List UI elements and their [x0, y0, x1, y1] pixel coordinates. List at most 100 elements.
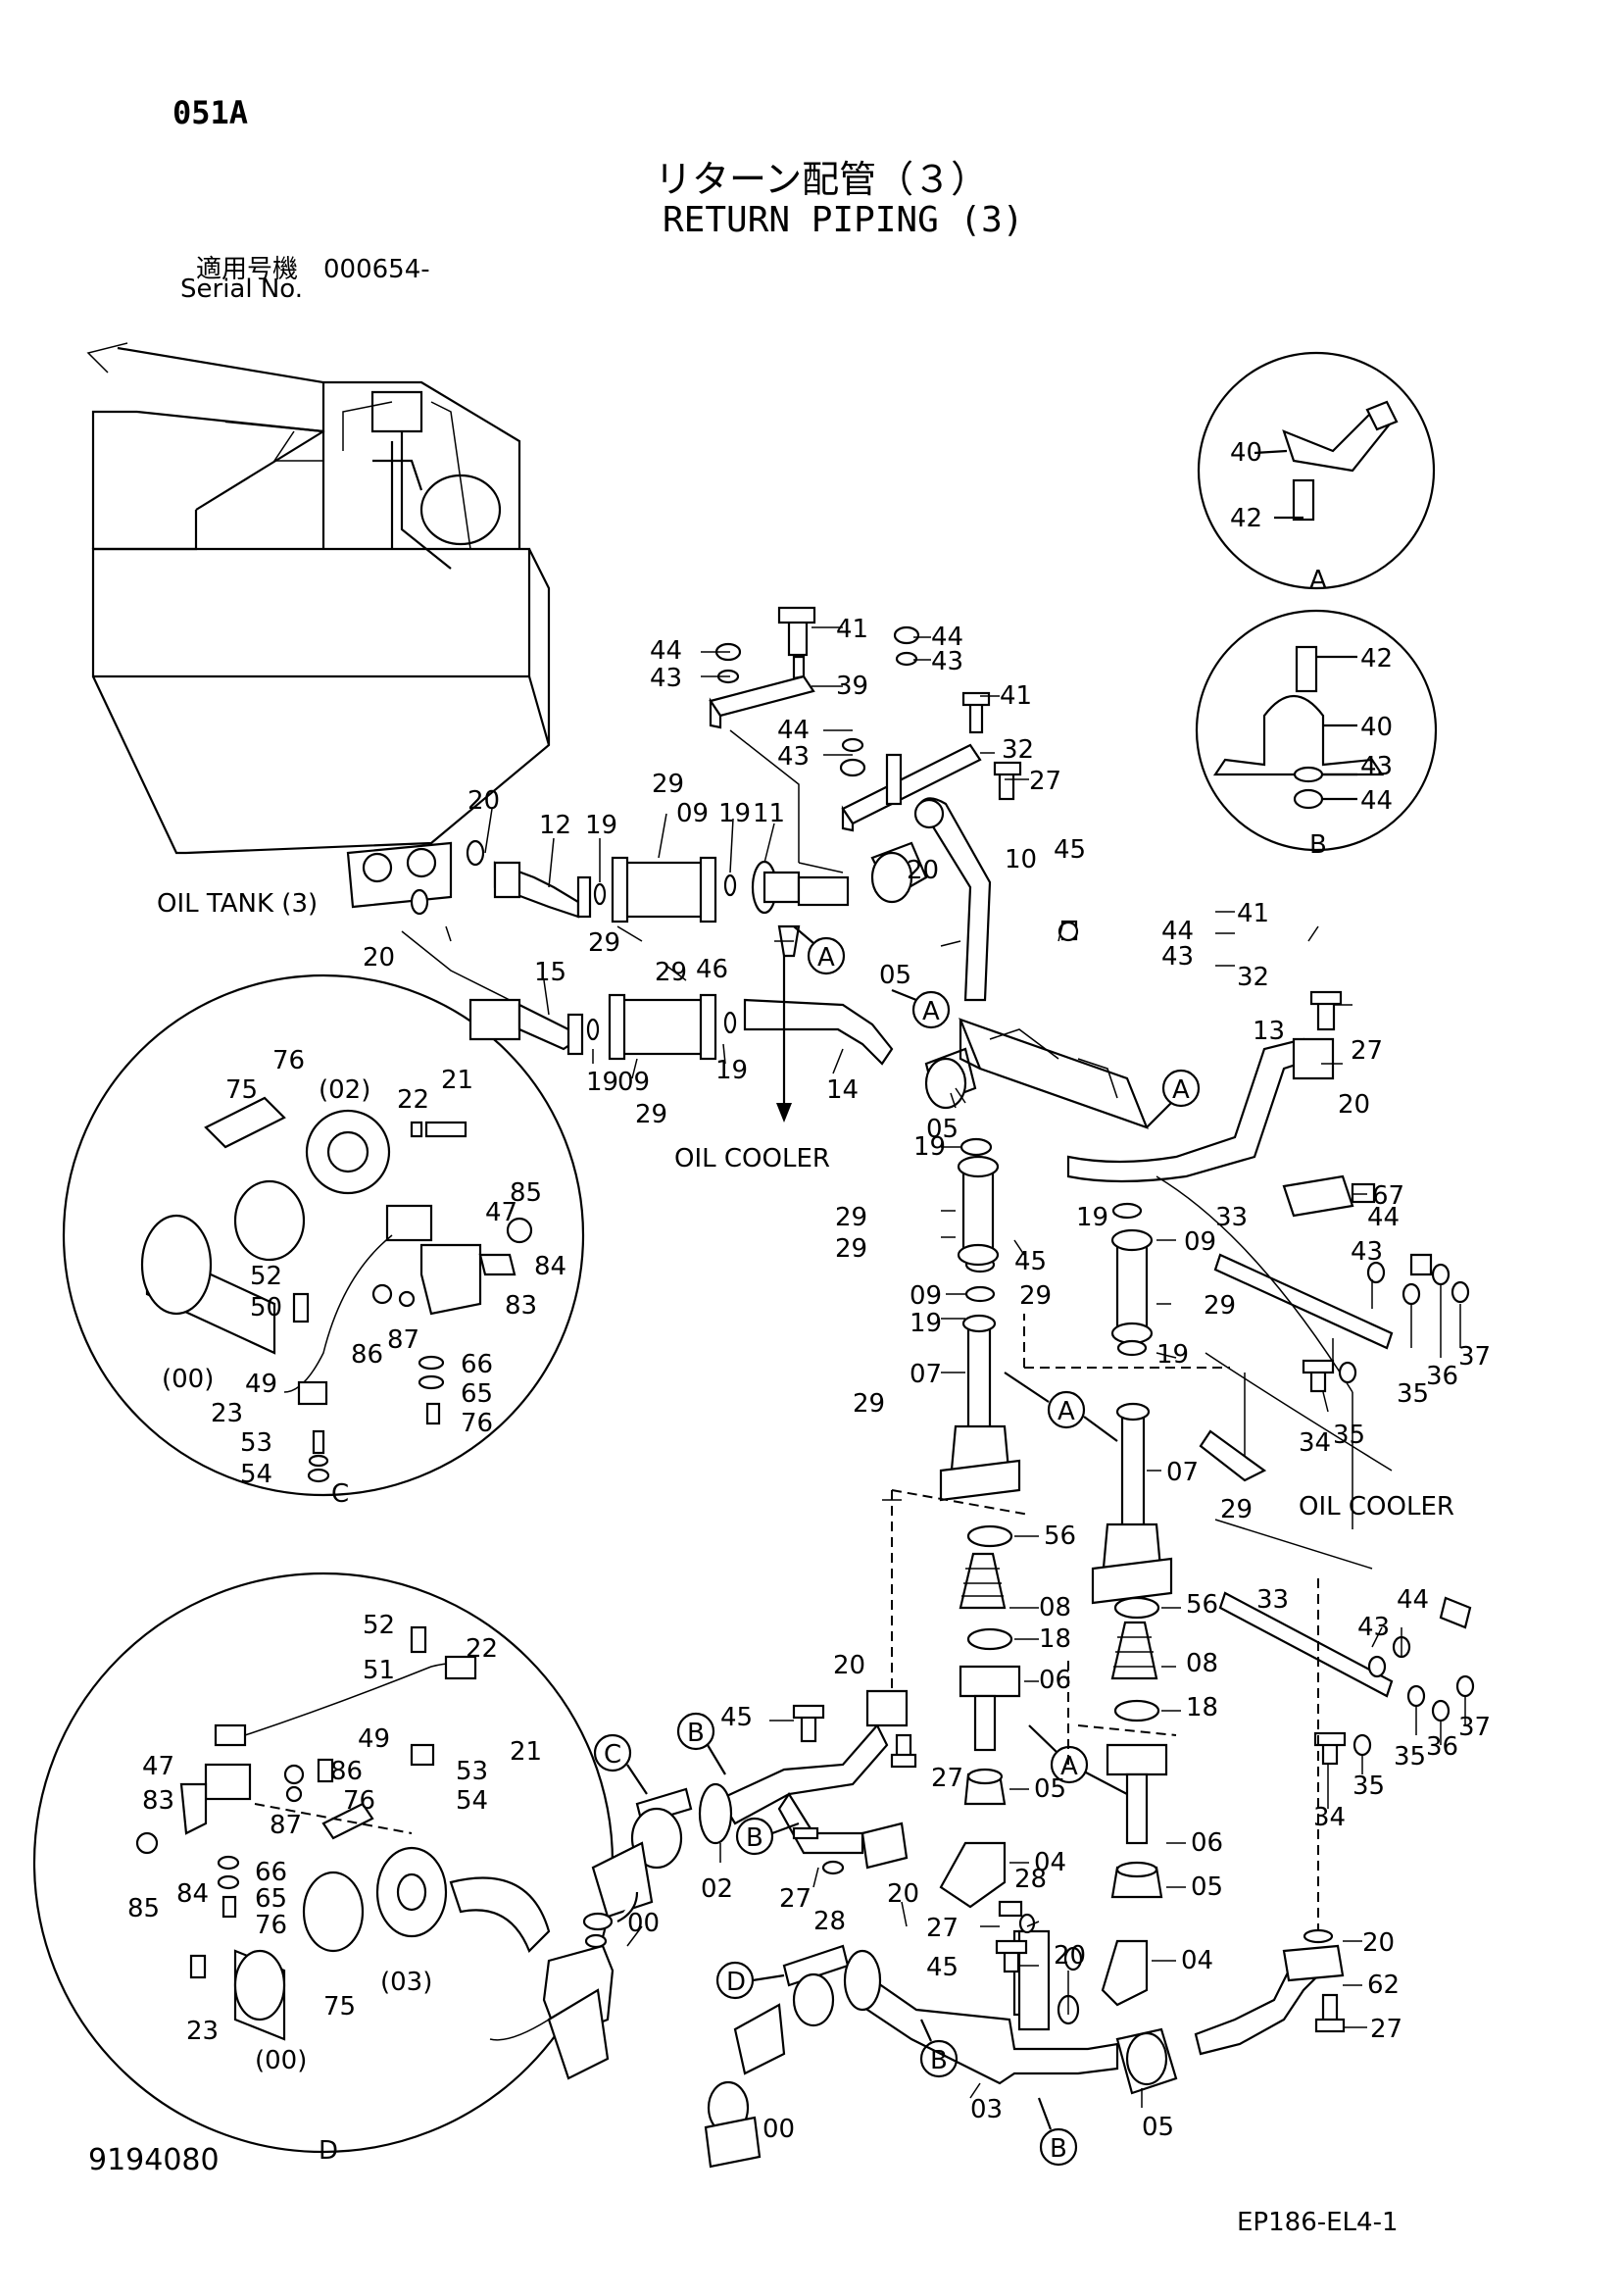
part-label: 39 [836, 672, 868, 701]
callout-b: B [1050, 2134, 1067, 2164]
part-label: 27 [1370, 2015, 1402, 2044]
part-label: 20 [887, 1879, 919, 1909]
part-label: 09 [676, 799, 709, 828]
part-label: 20 [907, 856, 939, 885]
upper-return-piping [346, 606, 1149, 1129]
part-label: 29 [588, 928, 620, 958]
part-label: 43 [931, 647, 963, 676]
part-label: 22 [466, 1634, 498, 1664]
part-label: 28 [813, 1907, 846, 1936]
part-number-labels: 41 44 43 39 44 43 41 44 43 32 27 20 12 1… [157, 615, 1491, 2144]
part-label: 66 [255, 1858, 287, 1887]
part-label: 51 [363, 1656, 395, 1685]
part-label: 66 [461, 1350, 493, 1379]
callout-a: A [922, 997, 940, 1026]
callout-c: C [604, 1740, 621, 1770]
page-title-japanese: リターン配管（３） [655, 158, 989, 201]
part-label: 19 [718, 799, 751, 828]
part-label: 20 [467, 786, 500, 816]
part-label: 41 [836, 615, 868, 644]
part-label: 86 [351, 1340, 383, 1370]
part-label: 19 [1076, 1203, 1108, 1232]
part-label: 43 [650, 664, 682, 693]
center-return-piping [891, 1137, 1319, 2007]
reference-code: EP186-EL4-1 [1237, 2208, 1399, 2237]
part-label: 35 [1352, 1772, 1385, 1801]
callout-a: A [1057, 1397, 1075, 1426]
part-label: 67 [1372, 1181, 1404, 1211]
part-label: 53 [456, 1757, 488, 1786]
part-label: 05 [879, 961, 911, 990]
part-label: 19 [913, 1132, 946, 1162]
part-label: 19 [585, 811, 617, 840]
part-label: 62 [1367, 1971, 1400, 2000]
part-label: 44 [777, 716, 810, 745]
part-label: 37 [1458, 1342, 1491, 1372]
part-label: 27 [931, 1764, 963, 1793]
detail-c-view: 76 75 (02) 22 21 85 47 84 52 50 83 86 87… [62, 973, 585, 1509]
part-label: 15 [534, 958, 566, 987]
part-label: 36 [1426, 1362, 1458, 1391]
part-label: 20 [1362, 1928, 1395, 1958]
part-label: (00) [162, 1365, 214, 1394]
part-label: 29 [652, 770, 684, 799]
part-label: 84 [534, 1252, 566, 1281]
part-label: 41 [1000, 681, 1032, 711]
part-label: 41 [1237, 899, 1269, 928]
part-label: 49 [245, 1370, 277, 1399]
part-label: 37 [1458, 1713, 1491, 1742]
part-label: 86 [330, 1757, 363, 1786]
part-label: 42 [1230, 504, 1262, 533]
part-label: (03) [380, 1968, 432, 1997]
part-label: 13 [1253, 1017, 1285, 1046]
part-label: 06 [1191, 1828, 1223, 1858]
detail-label-b: B [1309, 830, 1327, 860]
part-label: 12 [539, 811, 571, 840]
part-label: 32 [1002, 735, 1034, 765]
part-label: 29 [1220, 1495, 1253, 1524]
part-label: 34 [1299, 1428, 1331, 1458]
part-label: 18 [1039, 1624, 1071, 1654]
part-label: 85 [127, 1894, 160, 1923]
part-label: 29 [635, 1100, 667, 1129]
part-label: 07 [1166, 1458, 1199, 1487]
part-label: 76 [343, 1786, 375, 1816]
part-label: 83 [505, 1291, 537, 1321]
part-label: 03 [970, 2095, 1003, 2124]
part-label: 65 [461, 1379, 493, 1409]
serial-number-label: Serial No. [180, 275, 303, 304]
part-label: 20 [833, 1651, 865, 1680]
part-label: 29 [835, 1234, 867, 1264]
part-label: 20 [363, 943, 395, 973]
part-label: 00 [762, 2115, 795, 2144]
part-label: 46 [696, 955, 728, 984]
part-label: 40 [1230, 438, 1262, 468]
part-label: 43 [1357, 1613, 1390, 1642]
part-label: 22 [397, 1085, 429, 1115]
part-label: 35 [1394, 1742, 1426, 1772]
part-label: 47 [142, 1752, 174, 1781]
part-label: 05 [1142, 2113, 1174, 2142]
oil-cooler-label: OIL COOLER [1299, 1492, 1454, 1522]
part-label: 83 [142, 1786, 174, 1816]
part-label: 00 [627, 1909, 660, 1938]
part-label: 27 [926, 1914, 959, 1943]
part-label: 87 [270, 1811, 302, 1840]
part-label: 85 [510, 1178, 542, 1208]
part-label: 49 [358, 1724, 390, 1754]
part-label: 75 [225, 1075, 258, 1105]
leader-lines [445, 626, 1466, 2108]
part-label: 09 [910, 1281, 942, 1311]
part-label: 76 [461, 1409, 493, 1438]
part-label: 18 [1186, 1693, 1218, 1722]
detail-label-d: D [319, 2136, 338, 2166]
part-label: 65 [255, 1884, 287, 1914]
part-label: 44 [650, 636, 682, 666]
part-label: 11 [753, 799, 785, 828]
part-label: 06 [1039, 1666, 1071, 1695]
part-label: 20 [1054, 1941, 1086, 1971]
part-label: 32 [1237, 963, 1269, 992]
page-code: 051A [172, 94, 249, 131]
callout-a: A [1172, 1075, 1190, 1105]
